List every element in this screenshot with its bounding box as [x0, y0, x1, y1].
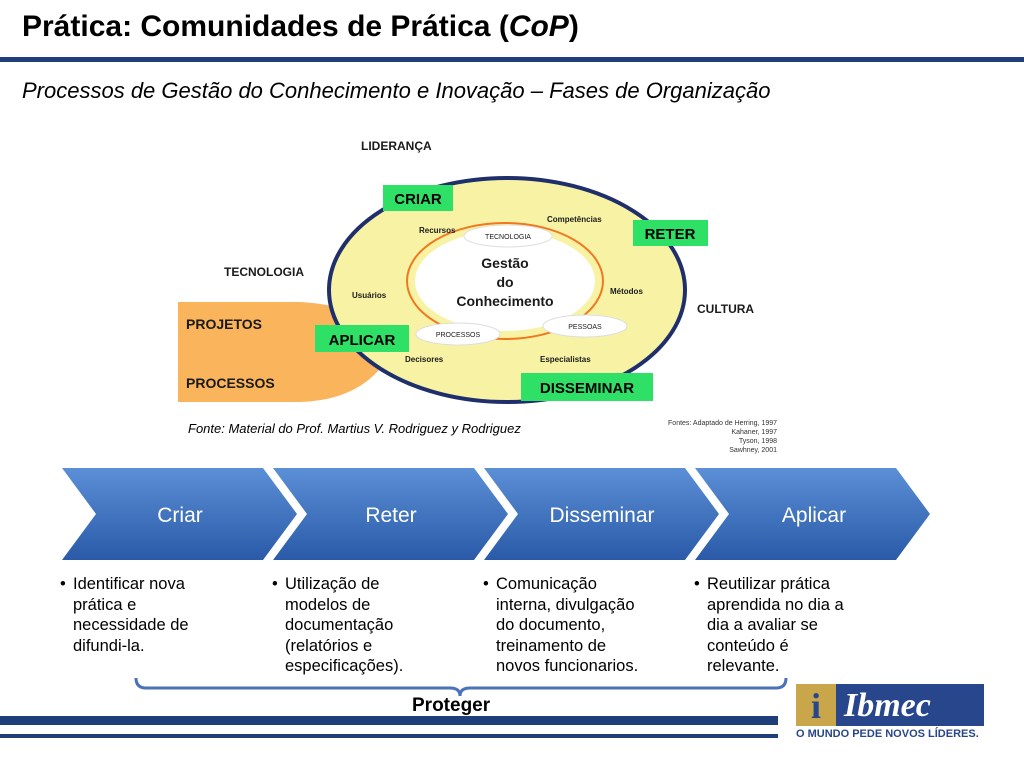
- inner-label-pessoas: PESSOAS: [568, 324, 602, 331]
- source-caption: Fonte: Material do Prof. Martius V. Rodr…: [188, 421, 521, 436]
- ring-label-recursos: Recursos: [419, 226, 456, 235]
- bullet-dot: •: [694, 575, 700, 593]
- step-label-aplicar: Aplicar: [782, 504, 846, 527]
- ring-label-competencias: Competências: [547, 215, 602, 224]
- badge-criar: CRIAR: [394, 191, 442, 208]
- chevron-aplicar: [695, 468, 930, 560]
- footer-rule-thin: [0, 734, 778, 738]
- center-line-2: do: [496, 274, 513, 290]
- label-projetos: PROJETOS: [186, 316, 262, 332]
- badge-aplicar: APLICAR: [329, 332, 396, 349]
- logo-tagline: O MUNDO PEDE NOVOS LÍDERES.: [796, 728, 979, 740]
- reference-line: Tyson, 1998: [738, 438, 777, 445]
- ring-label-usuarios: Usuários: [352, 291, 387, 300]
- inner-label-processos: PROCESSOS: [436, 332, 481, 339]
- page-title: Prática: Comunidades de Prática (CoP): [22, 10, 579, 43]
- logo-name: Ibmec: [844, 687, 931, 724]
- ring-label-decisores: Decisores: [405, 355, 444, 364]
- chevron-criar: [62, 468, 297, 560]
- protect-bracket: [134, 677, 788, 697]
- badge-aplicar-bg: [315, 325, 409, 352]
- step-label-disseminar: Disseminar: [549, 504, 654, 527]
- reference-line: Fontes: Adaptado de Herring, 1997: [668, 420, 777, 427]
- ring-label-metodos: Métodos: [610, 287, 643, 296]
- badge-disseminar: DISSEMINAR: [540, 380, 634, 397]
- badge-reter-bg: [633, 220, 708, 246]
- page-subtitle: Processos de Gestão do Conhecimento e In…: [22, 78, 771, 103]
- center-line-3: Conhecimento: [456, 293, 553, 309]
- center-line-1: Gestão: [481, 255, 528, 271]
- references-note: Fontes: Adaptado de Herring, 1997 Kahane…: [600, 419, 777, 455]
- inner-processos-pill: [415, 322, 501, 346]
- label-lideranca: LIDERANÇA: [361, 139, 432, 153]
- chevron-disseminar: [484, 468, 719, 560]
- inner-orange-ring: [406, 222, 604, 340]
- protect-label: Proteger: [412, 695, 491, 716]
- footer-rule: [0, 716, 778, 725]
- ring-label-especialistas: Especialistas: [540, 355, 591, 364]
- badge-criar-bg: [383, 185, 453, 211]
- title-divider: [0, 57, 1024, 62]
- bullet-dot: •: [483, 575, 489, 593]
- label-processos-outer: PROCESSOS: [186, 375, 275, 391]
- label-tecnologia-outer: TECNOLOGIA: [224, 265, 304, 279]
- step-label-reter: Reter: [365, 504, 416, 527]
- reference-line: Sawhney, 2001: [729, 447, 777, 454]
- ibmec-logo: i Ibmec O MUNDO PEDE NOVOS LÍDERES.: [796, 684, 984, 744]
- bullet-dot: •: [60, 575, 66, 593]
- chevron-reter: [273, 468, 508, 560]
- logo-mark: i: [796, 684, 836, 726]
- step-label-criar: Criar: [157, 504, 203, 527]
- process-chevrons: [62, 468, 930, 560]
- inner-tech-pill: [463, 224, 553, 248]
- reference-line: Kahaner, 1997: [731, 429, 777, 436]
- badge-disseminar-bg: [521, 373, 653, 401]
- inner-label-tecnologia: TECNOLOGIA: [485, 234, 531, 241]
- label-cultura: CULTURA: [697, 302, 754, 316]
- center-white: [415, 231, 595, 331]
- inner-pessoas-pill: [542, 314, 628, 338]
- logo-banner: i Ibmec: [796, 684, 984, 726]
- badge-reter: RETER: [645, 226, 696, 243]
- bullet-dot: •: [272, 575, 278, 593]
